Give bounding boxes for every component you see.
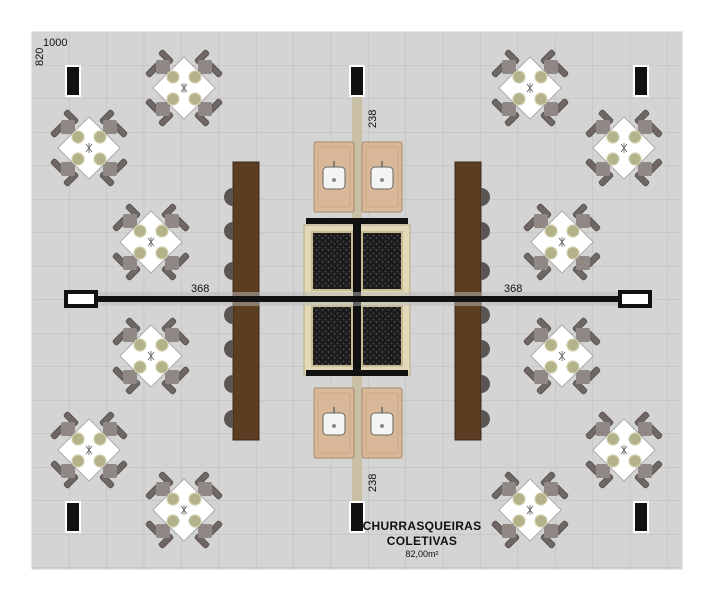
pillars	[65, 65, 649, 533]
pillar-icon	[633, 501, 649, 533]
stool-icon	[224, 375, 233, 393]
stool-icon	[224, 222, 233, 240]
title-line-2: COLETIVAS	[387, 534, 457, 548]
area-label: 82,00m²	[405, 549, 438, 559]
stool-icon	[224, 188, 233, 206]
dimension-horizontal-left: 368	[191, 283, 209, 295]
pillar-icon	[633, 65, 649, 97]
table-with-four-chairs-icon	[522, 202, 602, 282]
table-with-four-chairs-icon	[111, 316, 191, 396]
sink-icon	[313, 141, 355, 213]
sink-icon	[361, 387, 403, 459]
table-with-four-chairs-icon	[144, 470, 224, 550]
dimension-vertical-top: 238	[367, 110, 379, 128]
pillar-icon	[349, 501, 365, 533]
stool-icon	[481, 306, 490, 324]
stool-icon	[481, 188, 490, 206]
dimension-horizontal-right: 368	[504, 283, 522, 295]
stool-icon	[481, 410, 490, 428]
table-with-four-chairs-icon	[490, 48, 570, 128]
stool-icon	[481, 375, 490, 393]
dimension-height: 820	[34, 48, 46, 66]
stool-icon	[224, 262, 233, 280]
stool-icon	[224, 410, 233, 428]
pillar-icon	[65, 501, 81, 533]
grill-coal	[311, 305, 353, 367]
dimension-width: 1000	[43, 37, 67, 49]
stool-icon	[224, 340, 233, 358]
stool-icon	[224, 306, 233, 324]
sink-icon	[313, 387, 355, 459]
grill-coal	[361, 231, 403, 291]
stools-left	[224, 188, 233, 428]
title-line-1: CHURRASQUEIRAS	[363, 519, 482, 533]
table-with-four-chairs-icon	[584, 410, 664, 490]
table-with-four-chairs-icon	[111, 202, 191, 282]
stools-right	[481, 188, 490, 428]
table-with-four-chairs-icon	[584, 108, 664, 188]
pillar-icon	[65, 65, 81, 97]
grill-coal	[311, 231, 353, 291]
grill-coal	[361, 305, 403, 367]
sink-icon	[361, 141, 403, 213]
stool-icon	[481, 262, 490, 280]
horizontal-beam	[64, 290, 652, 308]
table-with-four-chairs-icon	[49, 410, 129, 490]
stool-icon	[481, 340, 490, 358]
table-with-four-chairs-icon	[522, 316, 602, 396]
dimension-vertical-bottom: 238	[367, 474, 379, 492]
pillar-icon	[349, 65, 365, 97]
table-with-four-chairs-icon	[490, 470, 570, 550]
table-with-four-chairs-icon	[49, 108, 129, 188]
stool-icon	[481, 222, 490, 240]
table-with-four-chairs-icon	[144, 48, 224, 128]
